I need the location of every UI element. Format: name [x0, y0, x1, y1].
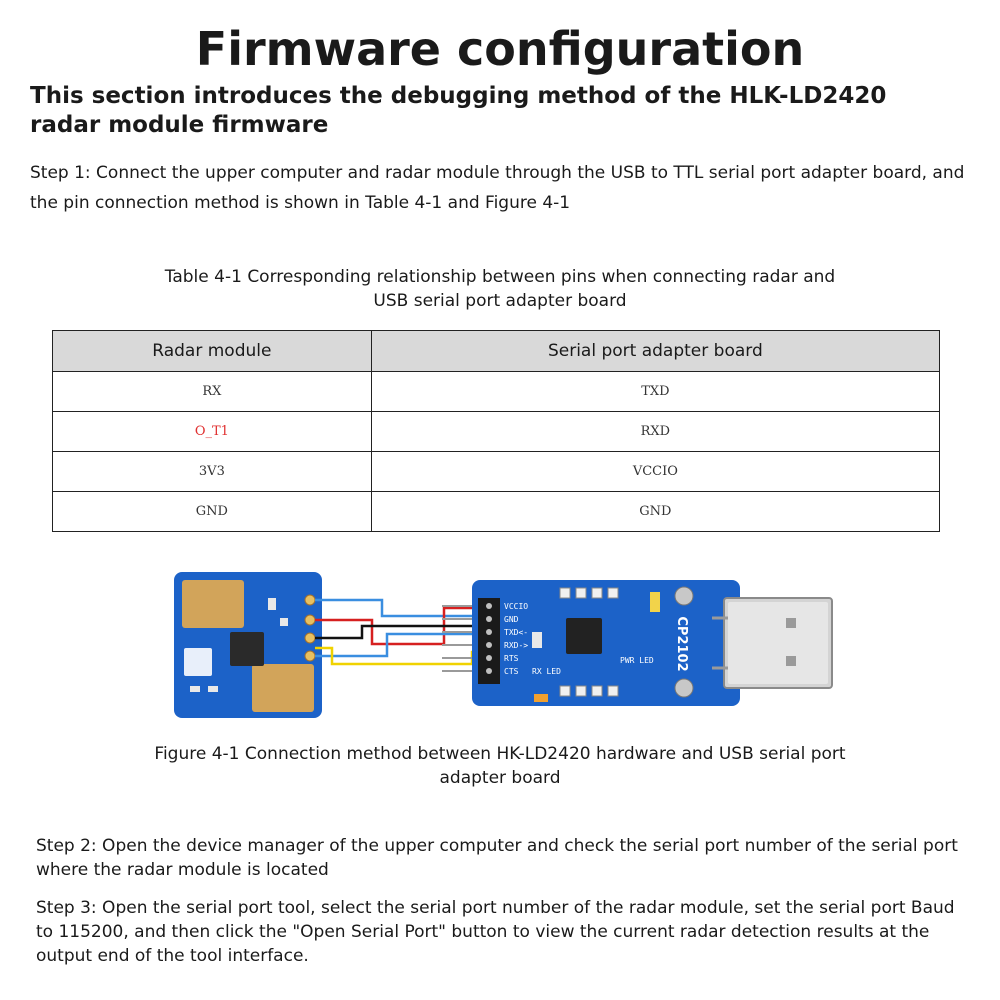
adapter-pin-label: VCCIO	[504, 602, 528, 611]
mounting-hole	[674, 586, 694, 606]
cp2102-chip	[566, 618, 602, 654]
step-1-text: Step 1: Connect the upper computer and r…	[30, 163, 965, 213]
table-row: 3V3 VCCIO	[52, 451, 941, 492]
chip-label: CP2102	[674, 616, 689, 671]
table-caption: Table 4-1 Corresponding relationship bet…	[164, 267, 836, 311]
usb-adapter-board: VCCIO GND TXD<- RXD-> RTS CTS RX LED PWR…	[472, 580, 740, 706]
mounting-hole	[674, 678, 694, 698]
adapter-pin-label: RXD->	[504, 641, 528, 650]
adapter-pin-label: RTS	[504, 654, 519, 663]
usb-connector	[712, 597, 833, 689]
step-3-text: Step 3: Open the serial port tool, selec…	[36, 898, 955, 966]
table-header-row: Radar module Serial port adapter board	[52, 330, 941, 372]
cell-radar-pin: RX	[52, 371, 372, 412]
table-row: RX TXD	[52, 371, 941, 412]
cell-adapter-pin: GND	[370, 491, 941, 532]
table-row: O_T1 RXD	[52, 411, 941, 452]
pin-table: Radar module Serial port adapter board R…	[52, 330, 941, 532]
adapter-pin-label: CTS	[504, 667, 519, 676]
table-row: GND GND	[52, 491, 941, 532]
cell-adapter-pin: VCCIO	[370, 451, 941, 492]
adapter-pin-label: TXD<-	[504, 628, 528, 637]
section-subtitle: This section introduces the debugging me…	[30, 83, 887, 138]
rx-led-label: RX LED	[532, 667, 561, 676]
step-2-text: Step 2: Open the device manager of the u…	[36, 836, 958, 880]
cell-adapter-pin: RXD	[370, 411, 941, 452]
adapter-pin-label: GND	[504, 615, 519, 624]
cell-radar-pin: O_T1	[52, 411, 372, 452]
radar-module-board	[174, 572, 322, 718]
cell-radar-pin: GND	[52, 491, 372, 532]
pwr-led-label: PWR LED	[620, 656, 654, 665]
connection-figure: VCCIO GND TXD<- RXD-> RTS CTS RX LED PWR…	[174, 572, 833, 718]
figure-caption: Figure 4-1 Connection method between HK-…	[154, 744, 846, 788]
header-radar-module: Radar module	[52, 330, 372, 372]
cell-adapter-pin: TXD	[370, 371, 941, 412]
header-adapter-board: Serial port adapter board	[370, 330, 941, 372]
page-title: Firmware configuration	[195, 22, 805, 76]
cell-radar-pin: 3V3	[52, 451, 372, 492]
